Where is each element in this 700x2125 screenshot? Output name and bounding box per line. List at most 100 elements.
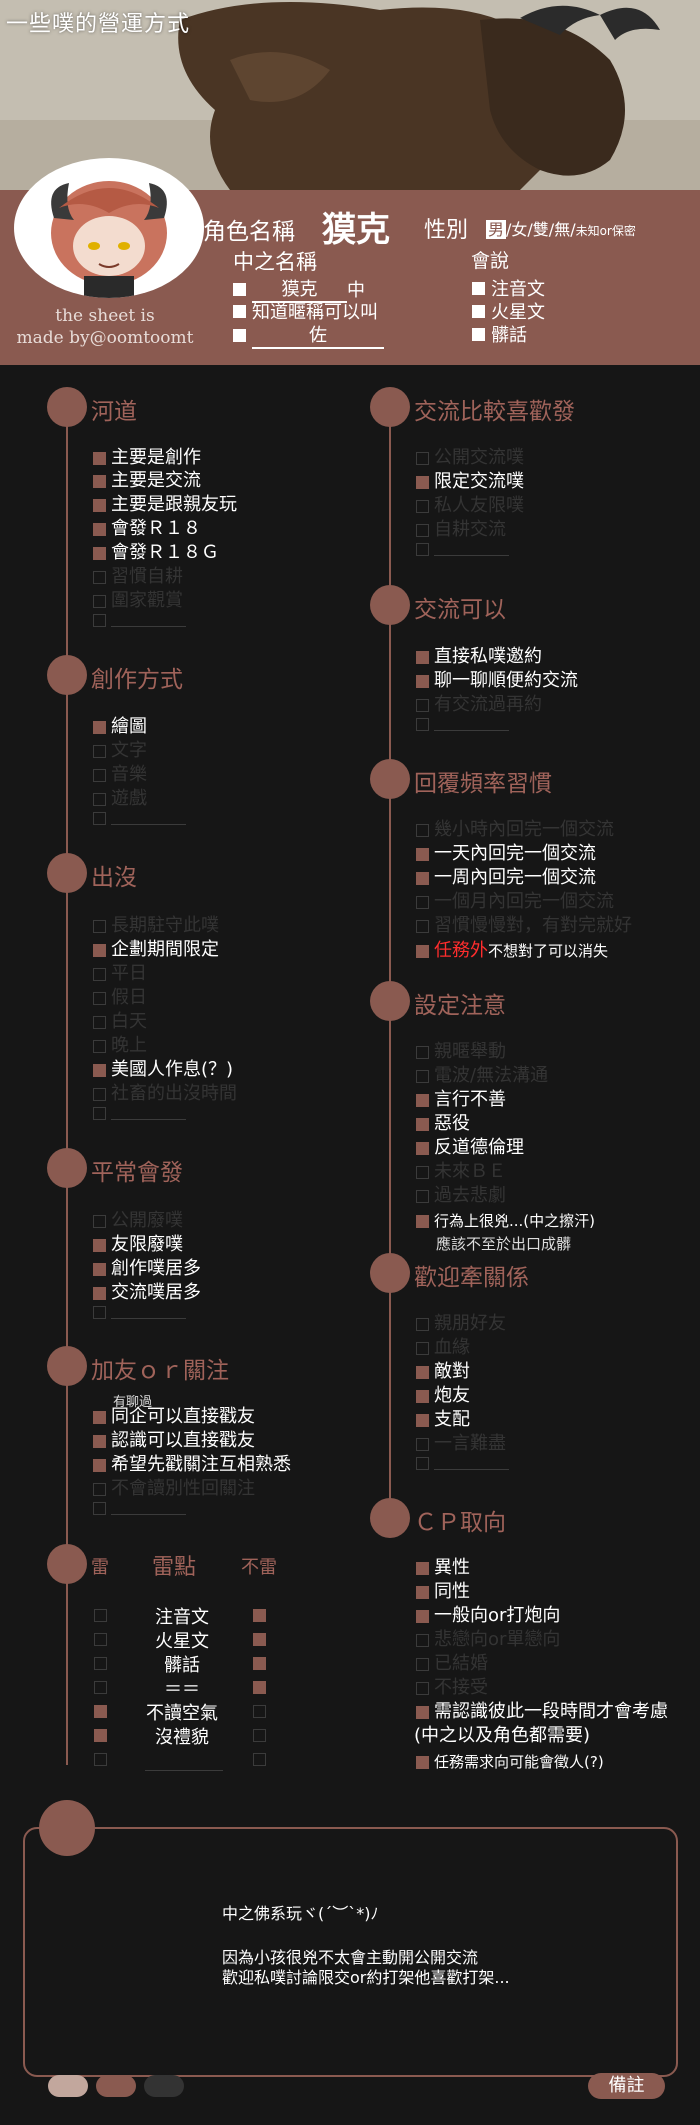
checkbox[interactable] xyxy=(93,991,106,1005)
setting-item[interactable]: 過去悲劇 xyxy=(416,1185,506,1207)
appear-item[interactable]: 社畜的出沒時間 xyxy=(93,1083,237,1105)
create-item[interactable]: 遊戲 xyxy=(93,788,147,810)
checkbox[interactable] xyxy=(416,650,429,664)
river-blank[interactable] xyxy=(93,614,186,627)
setting-item[interactable]: 言行不善 xyxy=(416,1089,506,1111)
checkbox[interactable] xyxy=(93,967,106,981)
mine-right-box[interactable] xyxy=(253,1753,266,1766)
usual-item[interactable]: 交流噗居多 xyxy=(93,1282,201,1304)
checkbox[interactable] xyxy=(416,1389,429,1403)
checkbox[interactable] xyxy=(93,1107,106,1120)
usual-item[interactable]: 創作噗居多 xyxy=(93,1258,201,1280)
river-item[interactable]: 圍家觀賞 xyxy=(93,590,183,612)
checkbox[interactable] xyxy=(93,570,106,584)
ok-item[interactable]: 直接私噗邀約 xyxy=(416,646,542,668)
checkbox[interactable] xyxy=(93,1087,106,1101)
checkbox[interactable] xyxy=(416,895,429,909)
setting-item[interactable]: 親暱舉動 xyxy=(416,1041,506,1063)
appear-item[interactable]: 假日 xyxy=(93,987,147,1009)
cp-item[interactable]: 同性 xyxy=(416,1581,470,1603)
checkbox[interactable] xyxy=(93,1238,106,1252)
checkbox[interactable] xyxy=(416,451,429,465)
checkbox[interactable] xyxy=(93,498,106,512)
welcome-item[interactable]: 血緣 xyxy=(416,1337,470,1359)
checkbox[interactable] xyxy=(233,304,246,318)
checkbox[interactable] xyxy=(416,1681,429,1695)
mine-left-box[interactable] xyxy=(94,1681,107,1694)
appear-item[interactable]: 平日 xyxy=(93,963,147,985)
cp-item[interactable]: 異性 xyxy=(416,1557,470,1579)
checkbox[interactable] xyxy=(416,1657,429,1671)
checkbox[interactable] xyxy=(416,1585,429,1599)
follow-item[interactable]: 認識可以直接戳友 xyxy=(93,1430,255,1452)
welcome-item[interactable]: 支配 xyxy=(416,1409,470,1431)
checkbox[interactable] xyxy=(93,1410,106,1424)
usual-item[interactable]: 公開廢噗 xyxy=(93,1210,183,1232)
mine-left-box[interactable] xyxy=(94,1609,107,1622)
checkbox[interactable] xyxy=(93,451,106,465)
checkbox[interactable] xyxy=(416,1365,429,1379)
checkbox[interactable] xyxy=(93,1286,106,1300)
follow-item[interactable]: 同企可以直接戳友 xyxy=(93,1406,255,1428)
setting-item[interactable]: 反道德倫理 xyxy=(416,1137,524,1159)
prefer-blank[interactable] xyxy=(416,543,509,556)
checkbox[interactable] xyxy=(93,1502,106,1515)
checkbox[interactable] xyxy=(233,282,246,296)
checkbox[interactable] xyxy=(93,522,106,536)
checkbox[interactable] xyxy=(416,1045,429,1059)
mine-right-box[interactable] xyxy=(253,1705,266,1718)
mine-right-box[interactable] xyxy=(253,1657,266,1670)
checkbox[interactable] xyxy=(416,1093,429,1107)
checkbox[interactable] xyxy=(416,499,429,513)
appear-item[interactable]: 美國人作息(？) xyxy=(93,1059,233,1081)
checkbox[interactable] xyxy=(93,1458,106,1472)
reply-item-custom[interactable]: 任務外不想對了可以消失 xyxy=(416,940,608,962)
usual-blank[interactable] xyxy=(93,1306,186,1319)
reply-item[interactable]: 一個月內回完一個交流 xyxy=(416,891,614,913)
mine-left-box[interactable] xyxy=(94,1633,107,1646)
river-item[interactable]: 會發Ｒ１８ xyxy=(93,518,201,540)
setting-item[interactable]: 電波/無法溝通 xyxy=(416,1065,548,1087)
usual-item[interactable]: 友限廢噗 xyxy=(93,1234,183,1256)
checkbox[interactable] xyxy=(93,1434,106,1448)
create-item[interactable]: 繪圖 xyxy=(93,716,147,738)
checkbox[interactable] xyxy=(93,594,106,608)
checkbox[interactable] xyxy=(416,1633,429,1647)
prefer-item[interactable]: 限定交流噗 xyxy=(416,471,524,493)
checkbox[interactable] xyxy=(416,523,429,537)
checkbox[interactable] xyxy=(416,1437,429,1451)
river-item[interactable]: 主要是交流 xyxy=(93,470,201,492)
mine-right-box[interactable] xyxy=(253,1729,266,1742)
checkbox[interactable] xyxy=(93,720,106,734)
checkbox[interactable] xyxy=(472,327,485,341)
checkbox[interactable] xyxy=(416,475,429,489)
ok-blank[interactable] xyxy=(416,718,509,731)
checkbox[interactable] xyxy=(93,474,106,488)
checkbox[interactable] xyxy=(93,614,106,627)
reply-item[interactable]: 幾小時內回完一個交流 xyxy=(416,819,614,841)
create-item[interactable]: 音樂 xyxy=(93,764,147,786)
reply-item[interactable]: 一周內回完一個交流 xyxy=(416,867,596,889)
checkbox[interactable] xyxy=(93,744,106,758)
checkbox[interactable] xyxy=(416,1141,429,1155)
checkbox[interactable] xyxy=(233,328,246,342)
checkbox[interactable] xyxy=(416,1341,429,1355)
gender-unknown[interactable]: 未知or保密 xyxy=(575,224,636,238)
appear-blank[interactable] xyxy=(93,1107,186,1120)
welcome-blank[interactable] xyxy=(416,1457,509,1470)
cp-item[interactable]: 一般向or打炮向 xyxy=(416,1605,560,1627)
cn-item-2[interactable]: 知道暱稱可以叫 xyxy=(233,298,378,324)
ok-item[interactable]: 聊一聊順便約交流 xyxy=(416,670,578,692)
cp-item[interactable]: 已結婚 xyxy=(416,1653,488,1675)
checkbox[interactable] xyxy=(93,812,106,825)
mine-right-box[interactable] xyxy=(253,1633,266,1646)
ok-item[interactable]: 有交流過再約 xyxy=(416,694,542,716)
welcome-item[interactable]: 炮友 xyxy=(416,1385,470,1407)
reply-item[interactable]: 習慣慢慢對，有對完就好 xyxy=(416,915,632,937)
mine-right-box[interactable] xyxy=(253,1681,266,1694)
river-item[interactable]: 習慣自耕 xyxy=(93,566,183,588)
welcome-item[interactable]: 親朋好友 xyxy=(416,1313,506,1335)
checkbox[interactable] xyxy=(416,1117,429,1131)
checkbox[interactable] xyxy=(416,1755,429,1769)
cp-item-custom-2[interactable]: 任務需求向可能會徵人(?) xyxy=(416,1751,604,1773)
